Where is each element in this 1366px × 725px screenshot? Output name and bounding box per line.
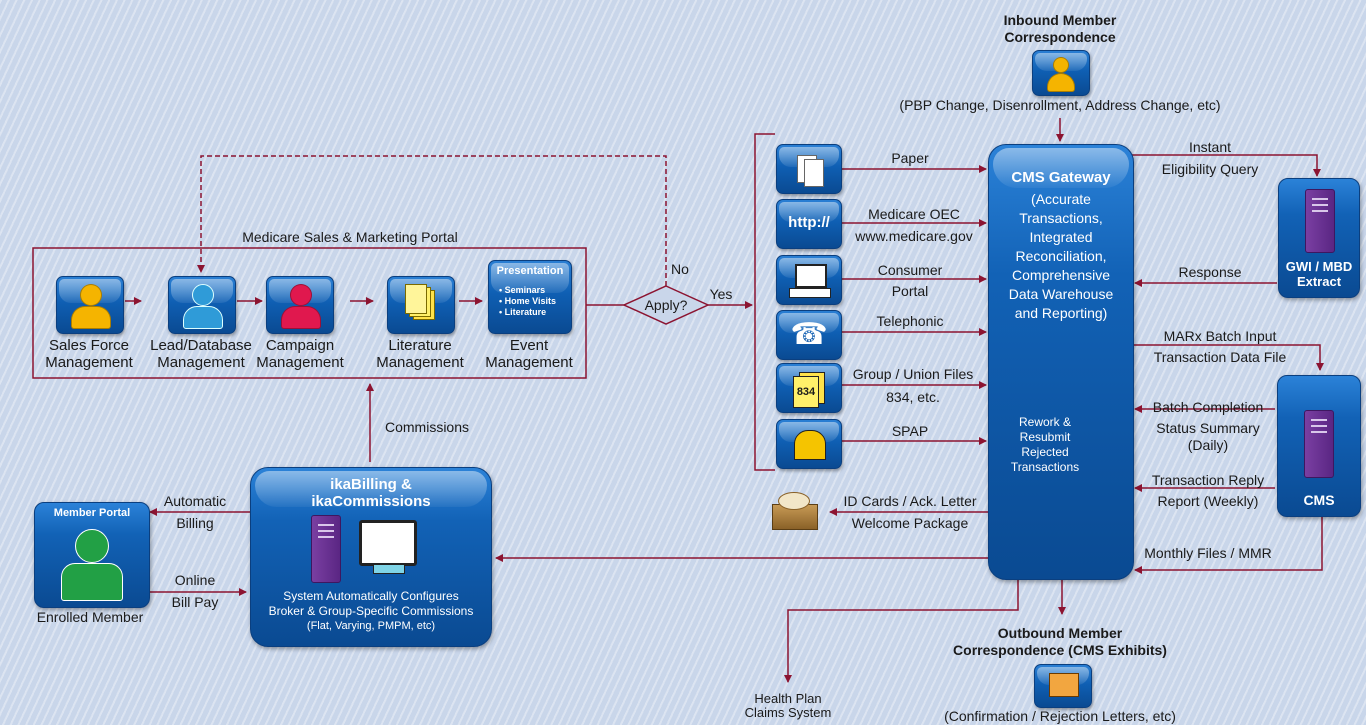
telephonic-tile[interactable]: ☎ <box>776 310 842 360</box>
apply-label: Apply? <box>644 297 688 313</box>
portal-title: Medicare Sales & Marketing Portal <box>242 229 458 245</box>
lead-database-tile[interactable] <box>168 276 236 334</box>
outbound-note: (Confirmation / Rejection Letters, etc) <box>944 708 1176 724</box>
no-loop-dashed <box>197 155 667 286</box>
event-presentation-tile[interactable]: Presentation • Seminars• Home Visits• Li… <box>488 260 572 334</box>
person-icon <box>75 529 109 563</box>
member-portal-box[interactable]: Member Portal <box>34 502 150 608</box>
package-icon <box>768 490 820 530</box>
paper-label: Paper <box>891 150 929 166</box>
medicare-oec-tile[interactable]: http:// <box>776 199 842 249</box>
apply-diamond <box>622 285 710 325</box>
spap-label: SPAP <box>891 423 929 439</box>
literature-tile[interactable] <box>387 276 455 334</box>
billing-commissions-box[interactable]: ikaBilling &ikaCommissions System Automa… <box>250 467 492 647</box>
member-portal-title: Member Portal <box>53 507 131 519</box>
campaign-tile[interactable] <box>266 276 334 334</box>
portal-frame <box>32 247 587 379</box>
building-icon <box>794 430 826 460</box>
person-icon <box>80 284 102 306</box>
file-834-icon: 834 <box>793 376 819 408</box>
server-icon <box>1305 189 1335 253</box>
presentation-items: • Seminars• Home Visits• Literature <box>499 285 557 317</box>
enrolled-member-label: Enrolled Member <box>36 609 144 625</box>
presentation-title: Presentation <box>496 265 564 277</box>
paper-tile[interactable] <box>776 144 842 194</box>
response-label: Response <box>1178 264 1242 280</box>
inbound-note: (PBP Change, Disenrollment, Address Chan… <box>899 97 1221 113</box>
consumer-portal-tile[interactable] <box>776 255 842 305</box>
telephonic-label: Telephonic <box>876 313 944 329</box>
inbound-member-tile <box>1032 50 1090 96</box>
group-union-tile[interactable]: 834 <box>776 363 842 413</box>
cms-label: CMS <box>1303 492 1335 508</box>
computer-icon <box>795 264 827 288</box>
outbound-mail-tile <box>1034 664 1092 708</box>
yes-label: Yes <box>709 286 733 302</box>
server-icon <box>311 515 341 583</box>
gateway-title: CMS Gateway <box>1011 169 1111 186</box>
server-icon <box>1304 410 1334 478</box>
envelope-icon <box>1049 673 1079 697</box>
channels-bracket <box>754 133 775 471</box>
spap-tile[interactable] <box>776 419 842 469</box>
sales-force-tile[interactable] <box>56 276 124 334</box>
commissions-label: Commissions <box>384 419 469 435</box>
monthly-label: Monthly Files / MMR <box>1144 545 1272 561</box>
billing-title: ikaBilling &ikaCommissions <box>311 476 431 510</box>
person-icon <box>192 284 214 306</box>
cms-box[interactable]: CMS <box>1277 375 1361 517</box>
http-icon: http:// <box>788 214 830 231</box>
person-icon <box>290 284 312 306</box>
no-label: No <box>671 261 689 277</box>
monitor-icon <box>359 520 417 566</box>
telephone-icon: ☎ <box>790 318 828 351</box>
person-icon <box>1053 57 1069 73</box>
